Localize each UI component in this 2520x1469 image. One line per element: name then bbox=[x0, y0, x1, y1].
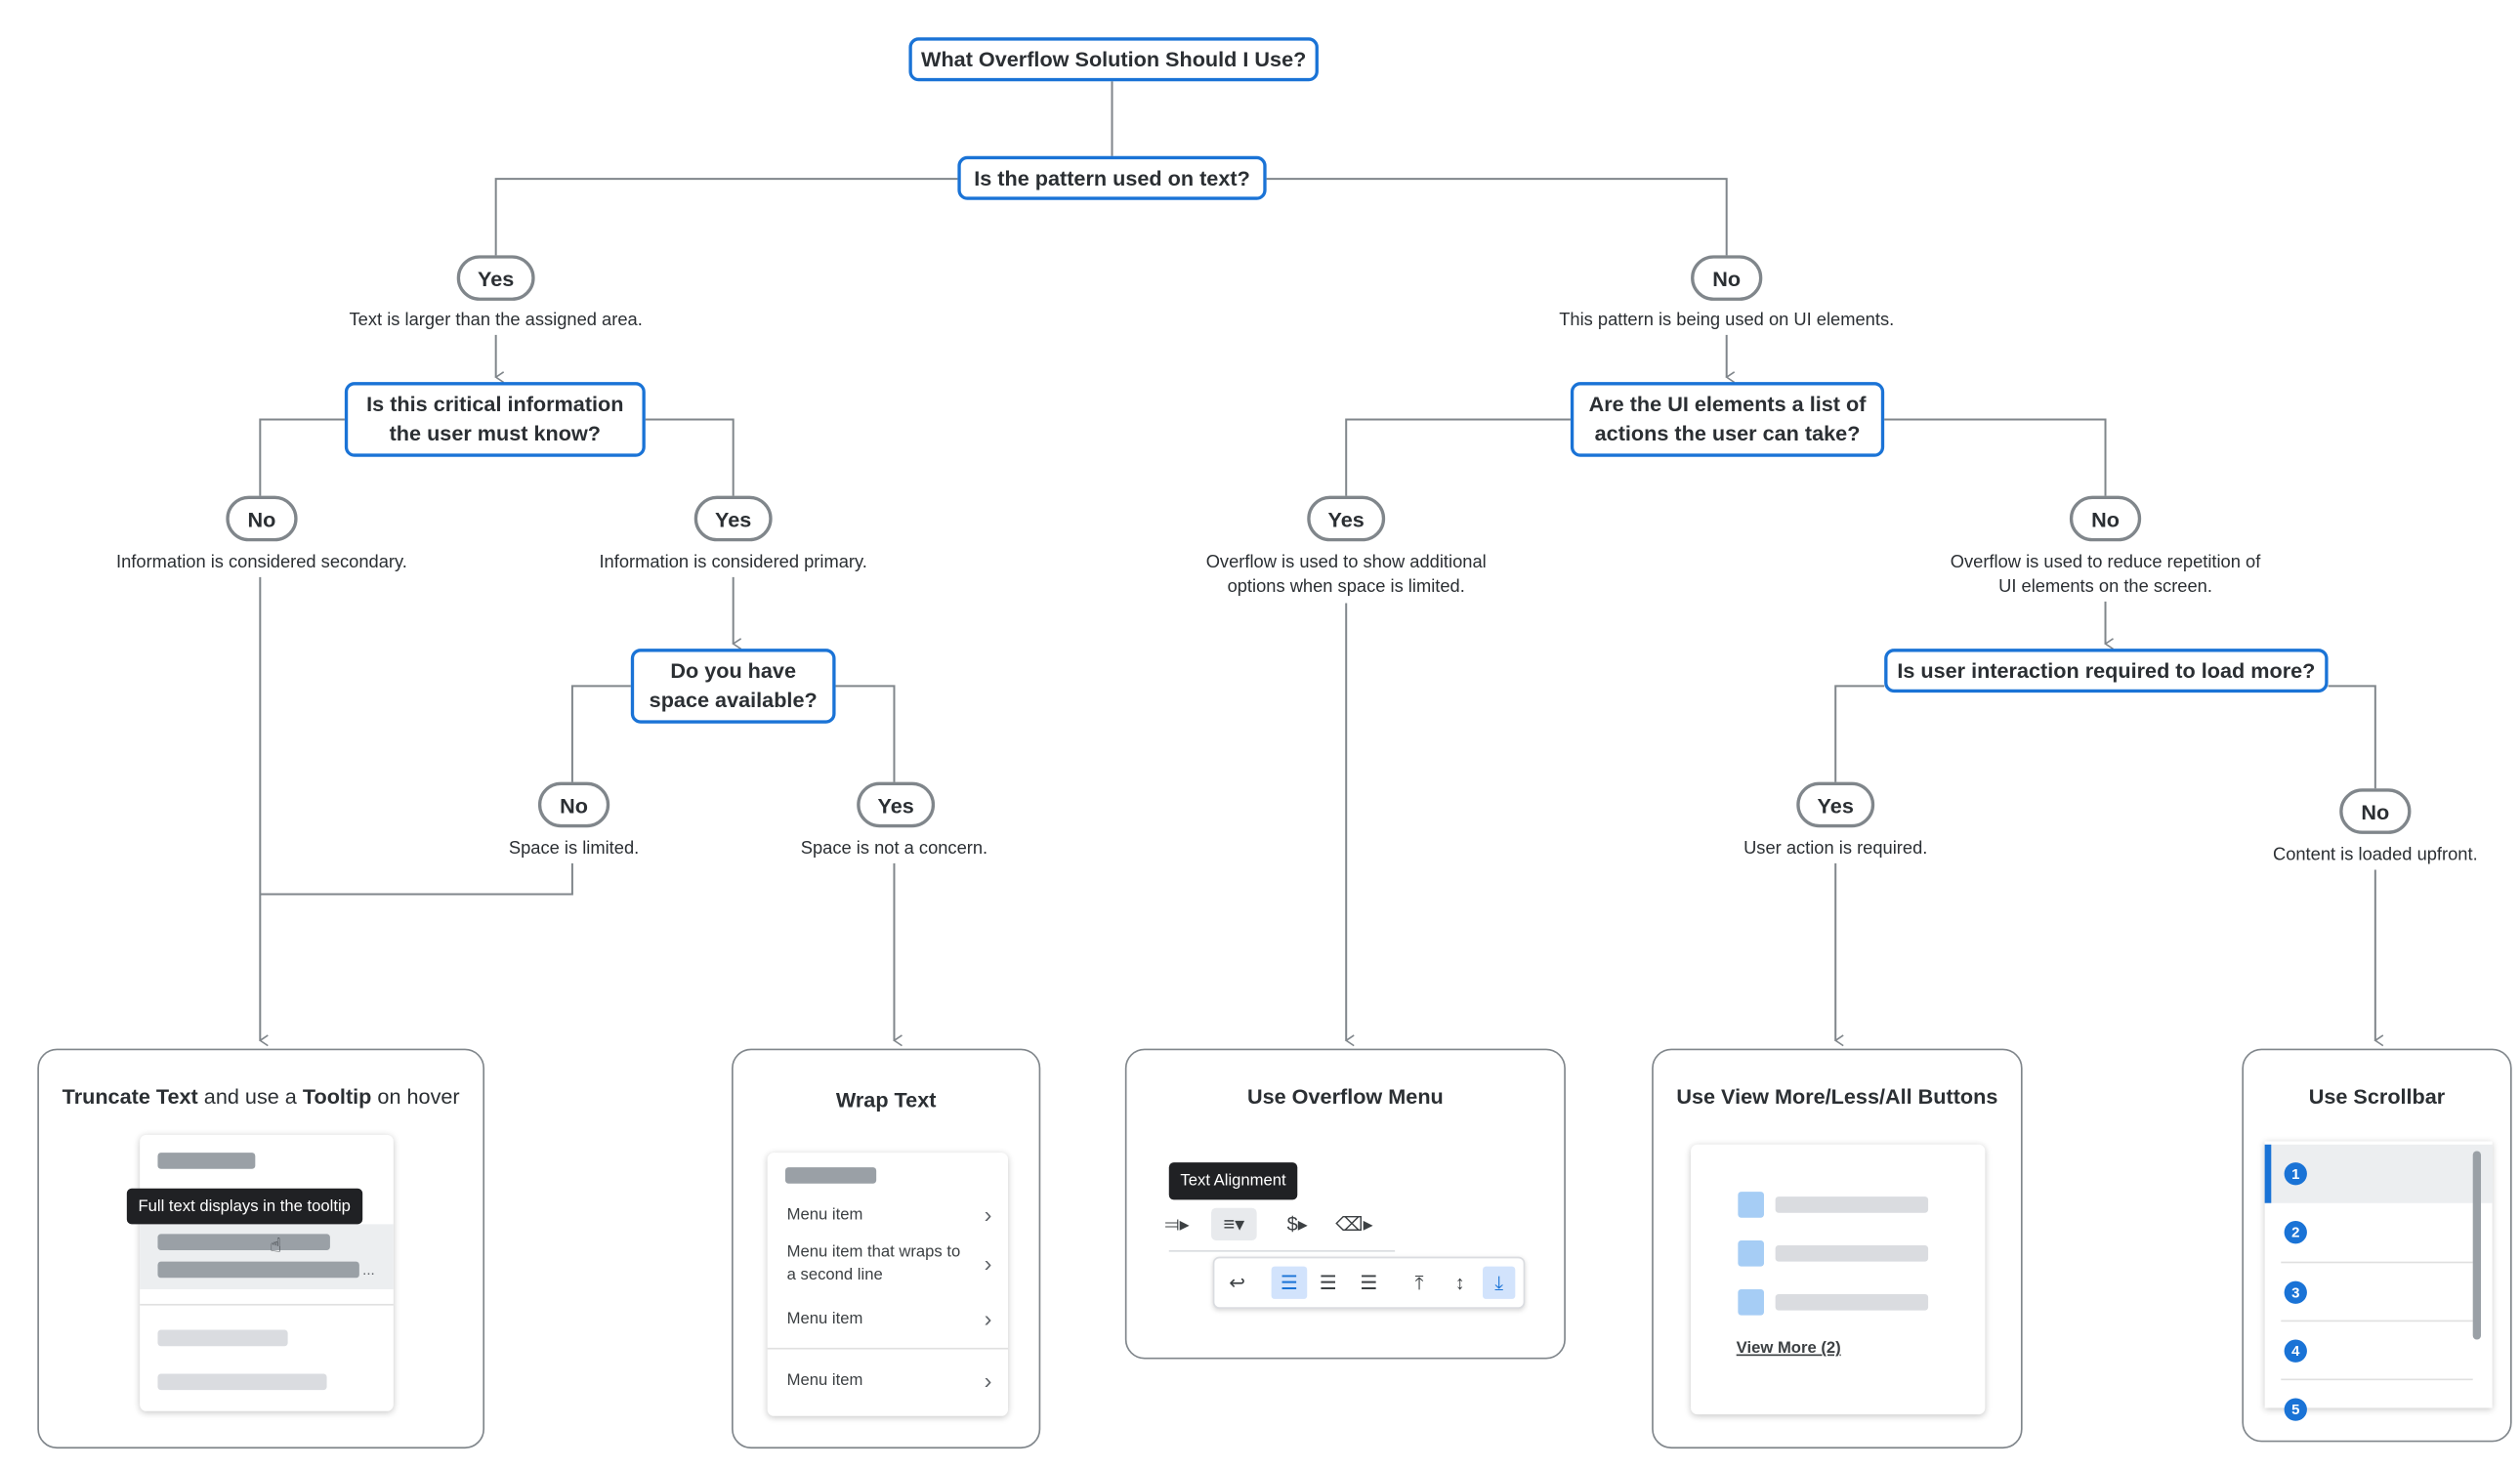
eraser-icon[interactable]: ⌫▸ bbox=[1335, 1212, 1373, 1237]
placeholder-line bbox=[157, 1234, 330, 1251]
note-text-yes: Text is larger than the assigned area. bbox=[349, 310, 643, 330]
list-item-number: 2 bbox=[2284, 1221, 2307, 1244]
divider bbox=[767, 1347, 1008, 1350]
divider bbox=[2281, 1261, 2473, 1264]
pill-no-critical: No bbox=[226, 495, 298, 542]
menu-item[interactable]: Menu item › bbox=[786, 1305, 992, 1332]
wrap-icon[interactable]: ↩ bbox=[1229, 1271, 1246, 1294]
card-scrollbar: Use Scrollbar 1 2 3 4 5 bbox=[2242, 1048, 2512, 1443]
tooltip: Full text displays in the tooltip bbox=[126, 1188, 362, 1225]
note-space-yes: Space is not a concern. bbox=[800, 838, 988, 859]
scroll-list-panel: 1 2 3 4 5 bbox=[2264, 1141, 2493, 1421]
hovered-row[interactable]: ... ☝ bbox=[140, 1224, 394, 1289]
list-item-selected[interactable]: 1 bbox=[2264, 1144, 2493, 1203]
placeholder-line bbox=[157, 1329, 288, 1347]
align-left-icon[interactable]: ☰ bbox=[1271, 1266, 1308, 1299]
note-actions-no: Overflow is used to reduce repetition of… bbox=[1950, 552, 2261, 597]
card-truncate-title: Truncate Text and use a Tooltip on hover bbox=[62, 1084, 460, 1110]
card-overflow-title: Use Overflow Menu bbox=[1246, 1084, 1444, 1110]
scrollbar-thumb[interactable] bbox=[2472, 1151, 2482, 1340]
card-truncate-text: Truncate Text and use a Tooltip on hover… bbox=[37, 1048, 485, 1449]
divider bbox=[140, 1303, 394, 1306]
placeholder-line bbox=[1775, 1196, 1929, 1213]
align-middle-icon[interactable]: ↕ bbox=[1454, 1271, 1465, 1294]
currency-icon[interactable]: $▸ bbox=[1286, 1212, 1308, 1237]
pill-yes-critical: Yes bbox=[693, 495, 773, 542]
divider bbox=[2281, 1320, 2473, 1322]
placeholder-line bbox=[1775, 1245, 1929, 1262]
question-load-more: Is user interaction required to load mor… bbox=[1884, 649, 2329, 693]
note-critical-no: Information is considered secondary. bbox=[116, 552, 407, 572]
question-text-pattern: Is the pattern used on text? bbox=[957, 155, 1267, 200]
placeholder-line bbox=[1775, 1293, 1929, 1311]
chart-title: What Overflow Solution Should I Use? bbox=[908, 37, 1319, 82]
align-center-icon[interactable]: ☰ bbox=[1319, 1271, 1337, 1294]
pill-yes-actions: Yes bbox=[1307, 495, 1386, 542]
divider bbox=[1168, 1250, 1396, 1252]
card-wrap-text: Wrap Text Menu item › Menu item that wra… bbox=[732, 1048, 1041, 1449]
card-overflow-menu: Use Overflow Menu Text Alignment ⫤▸ ≡▾ $… bbox=[1124, 1048, 1566, 1360]
pill-no-load: No bbox=[2339, 788, 2412, 834]
placeholder-line bbox=[157, 1261, 359, 1279]
note-load-no: Content is loaded upfront. bbox=[2272, 845, 2478, 865]
note-text-no: This pattern is being used on UI element… bbox=[1559, 310, 1895, 330]
wrap-menu-panel: Menu item › Menu item that wraps to a se… bbox=[767, 1153, 1008, 1416]
card-scrollbar-title: Use Scrollbar bbox=[2308, 1084, 2446, 1110]
tooltip: Text Alignment bbox=[1168, 1162, 1298, 1200]
list-item-icon bbox=[1738, 1192, 1764, 1218]
pill-no-text: No bbox=[1691, 255, 1763, 301]
align-bottom-icon[interactable]: ⤓ bbox=[1483, 1266, 1516, 1299]
pill-yes-text: Yes bbox=[456, 255, 535, 301]
pill-yes-space: Yes bbox=[857, 781, 936, 828]
chevron-right-icon: › bbox=[984, 1250, 992, 1277]
placeholder-line bbox=[157, 1373, 327, 1391]
pill-yes-load: Yes bbox=[1796, 781, 1875, 828]
card-viewmore-title: Use View More/Less/All Buttons bbox=[1676, 1084, 1998, 1110]
chevron-right-icon: › bbox=[984, 1305, 992, 1332]
alignment-submenu: ↩ ☰ ☰ ☰ ⤒ ↕ ⤓ bbox=[1212, 1256, 1526, 1309]
pill-no-actions: No bbox=[2069, 495, 2142, 542]
align-dropdown-icon[interactable]: ≡▾ bbox=[1211, 1207, 1257, 1241]
align-right-icon[interactable]: ☰ bbox=[1360, 1271, 1378, 1294]
menu-item[interactable]: Menu item › bbox=[786, 1366, 992, 1394]
menu-item[interactable]: Menu item that wraps to a second line › bbox=[786, 1243, 992, 1284]
note-critical-yes: Information is considered primary. bbox=[599, 552, 867, 572]
list-item-number: 3 bbox=[2284, 1280, 2307, 1304]
chevron-right-icon: › bbox=[984, 1201, 992, 1228]
card-view-more: Use View More/Less/All Buttons View More… bbox=[1652, 1048, 2023, 1449]
list-item-number: 4 bbox=[2284, 1339, 2307, 1363]
card-wrap-title: Wrap Text bbox=[835, 1087, 937, 1112]
chevron-right-icon: › bbox=[984, 1366, 992, 1394]
divider bbox=[2281, 1378, 2473, 1381]
truncate-preview-panel: ... ☝ bbox=[140, 1134, 394, 1411]
viewmore-list-panel: View More (2) bbox=[1691, 1144, 1986, 1415]
view-more-link[interactable]: View More (2) bbox=[1736, 1339, 1841, 1358]
placeholder-heading bbox=[157, 1153, 256, 1169]
placeholder-heading bbox=[784, 1167, 877, 1184]
list-item-number: 5 bbox=[2284, 1398, 2307, 1421]
note-load-yes: User action is required. bbox=[1743, 838, 1928, 859]
pill-no-space: No bbox=[537, 781, 610, 828]
cursor-hand-icon: ☝ bbox=[270, 1234, 282, 1257]
menu-item[interactable]: Menu item › bbox=[786, 1201, 992, 1228]
list-item-icon bbox=[1738, 1288, 1764, 1316]
ellipsis: ... bbox=[362, 1261, 375, 1279]
align-top-icon[interactable]: ⤒ bbox=[1414, 1270, 1424, 1294]
note-space-no: Space is limited. bbox=[508, 838, 640, 859]
indent-icon[interactable]: ⫤▸ bbox=[1164, 1211, 1190, 1236]
list-item-icon bbox=[1738, 1240, 1764, 1267]
